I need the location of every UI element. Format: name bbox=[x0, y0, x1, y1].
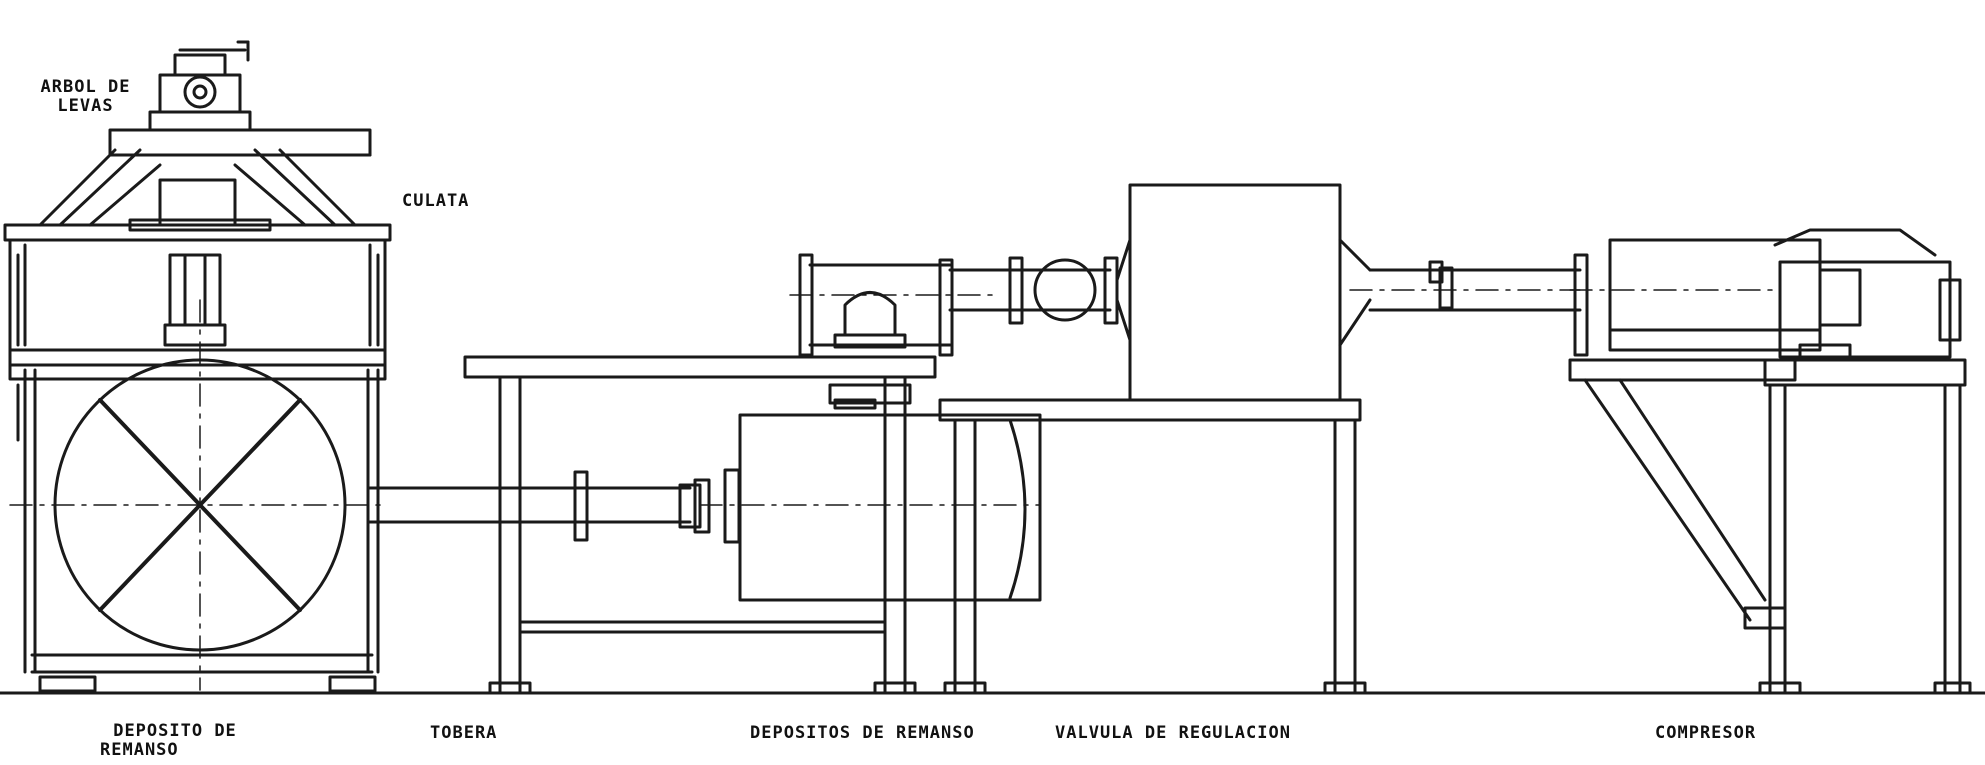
label-deposito-line1: DEPOSITO DE bbox=[113, 721, 237, 741]
label-arbol-de-levas: ARBOL DE LEVAS bbox=[28, 78, 143, 116]
label-depositos-de-remanso: DEPOSITOS DE REMANSO bbox=[750, 723, 975, 743]
regulating-valve bbox=[938, 183, 1582, 695]
label-deposito-de-remanso: DEPOSITO DE REMANSO bbox=[100, 722, 250, 760]
camshaft-box bbox=[148, 40, 252, 132]
label-deposito-line2: REMANSO bbox=[100, 740, 179, 760]
compressor bbox=[1568, 228, 1972, 695]
label-compresor: COMPRESOR bbox=[1655, 723, 1757, 743]
label-arbol-line2: LEVAS bbox=[57, 96, 114, 116]
label-valvula-de-regulacion: VALVULA DE REGULACION bbox=[1055, 723, 1291, 743]
label-tobera: TOBERA bbox=[430, 723, 498, 743]
settling-tank-left bbox=[3, 40, 532, 693]
nozzle-table bbox=[463, 355, 937, 695]
settling-tanks-middle bbox=[738, 253, 1042, 602]
label-culata: CULATA bbox=[402, 191, 470, 211]
nozzle-pipe bbox=[528, 468, 1041, 544]
label-arbol-line1: ARBOL DE bbox=[40, 77, 131, 97]
